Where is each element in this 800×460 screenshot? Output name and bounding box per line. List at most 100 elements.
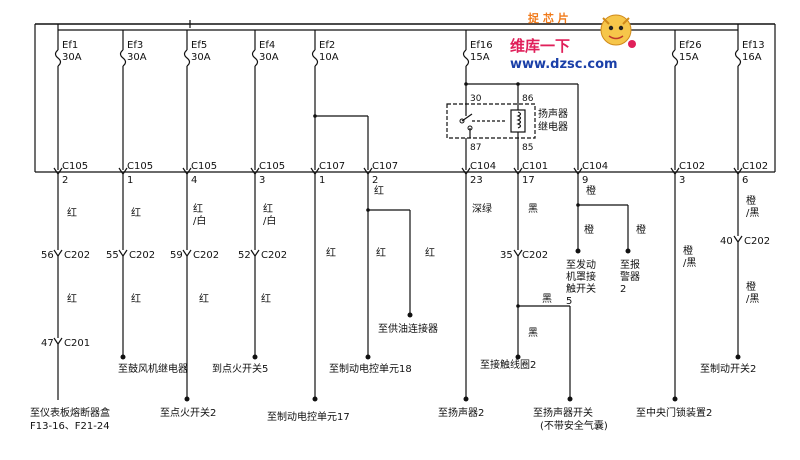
fuse-ef1: Ef1 30A	[54, 30, 82, 170]
fuse-name: Ef26	[679, 40, 702, 51]
connector-c104-23: C104 23	[461, 161, 496, 186]
c202-name: C202	[261, 250, 287, 261]
fuse-rating: 16A	[742, 52, 762, 63]
connector-row: C105 2 C105 1 C105 4 C105 3 C107 1 C107 …	[53, 161, 768, 186]
fuse-name: Ef1	[62, 40, 78, 51]
speaker-relay: 30 86 87 85 扬声器 继电器	[446, 94, 568, 170]
relay-title: 扬声器	[538, 107, 568, 120]
connector-name: C104	[470, 161, 496, 172]
wire-color: 橙	[746, 194, 756, 207]
c202-num: 35	[500, 250, 513, 261]
connector-c104-9: C104 9	[573, 161, 608, 186]
connector-name: C101	[522, 161, 548, 172]
fuse-ef5: Ef5 30A	[183, 30, 211, 170]
fuse-ef26: Ef26 15A	[671, 30, 702, 170]
c202-num: 52	[238, 250, 251, 261]
wire-color: 黑	[528, 327, 538, 339]
fuse-ef16: Ef16 15A	[462, 30, 579, 170]
c202-name: C202	[129, 250, 155, 261]
fuse-name: Ef13	[742, 40, 765, 51]
circuit-c102-6-brake-switch: 橙 /黑 40 C202 橙 /黑 至制动开关2	[700, 174, 770, 375]
destination-brake-switch-2: 至制动开关2	[700, 362, 756, 375]
c202-num: 55	[106, 250, 119, 261]
destination-hood-switch-3: 触开关	[566, 282, 596, 295]
destination-ignition-switch-5: 到点火开关5	[212, 362, 268, 375]
connector-name: C104	[582, 161, 608, 172]
connector-c105-1: C105 1	[118, 161, 153, 186]
power-bus	[34, 20, 776, 173]
wire-color: 红	[67, 206, 77, 219]
wire-color: 红	[199, 292, 209, 305]
fuse-rating: 15A	[679, 52, 699, 63]
circuit-ef5-ignition2: 红 /白 59 C202 红 至点火开关2	[160, 174, 219, 419]
wire-color: 橙	[586, 184, 596, 197]
wire-color: 红	[376, 246, 386, 259]
fuse-ef3: Ef3 30A	[119, 30, 147, 170]
wire-color-stripe: /黑	[746, 207, 759, 219]
fuse-rating: 30A	[127, 52, 147, 63]
connector-c107-1: C107 1	[310, 161, 345, 186]
watermark-url: www.dzsc.com	[510, 57, 618, 72]
fuse-rating: 30A	[62, 52, 82, 63]
c202-name: C202	[64, 250, 90, 261]
wire-color: 红	[131, 206, 141, 219]
connector-c105-2: C105 2	[53, 161, 88, 186]
c202-num: 56	[41, 250, 54, 261]
connector-pin: 2	[62, 175, 68, 186]
connector-name: C102	[679, 161, 705, 172]
c201-name: C201	[64, 338, 90, 349]
wire-color-stripe: /白	[193, 214, 206, 227]
connector-pin: 4	[191, 175, 197, 186]
circuit-ef2-brake17: 红 至制动电控单元17	[267, 174, 350, 423]
wire-color: 红	[261, 292, 271, 305]
destination-fuel-connector: 至供油连接器	[378, 322, 438, 335]
circuit-ef4-ignition5: 红 /白 52 C202 红 到点火开关5	[212, 174, 287, 375]
connector-c105-4: C105 4	[182, 161, 217, 186]
circuit-c104-9: 橙 橙 橙 至发动 机罩接 触开关 5 至报 警器 2	[566, 174, 646, 307]
fuse-rating: 30A	[259, 52, 279, 63]
wire-color-stripe: /白	[263, 214, 276, 227]
relay-pin-85: 85	[522, 143, 533, 153]
circuit-c101-17: 黑 35 C202 黑 黑 至接触线圈2 至扬声器开关 (不带安全气囊)	[480, 174, 608, 432]
relay-pin-87: 87	[470, 143, 481, 153]
c202-name: C202	[522, 250, 548, 261]
circuit-c107-2: 红 红 红 至制动电控单元18 至供油连接器	[329, 174, 438, 375]
connector-pin: 2	[372, 175, 378, 186]
wire-color: 红	[326, 246, 336, 259]
wire-color: 黑	[528, 203, 538, 215]
destination-brake-unit-17: 至制动电控单元17	[267, 410, 350, 423]
destination-brake-unit-18: 至制动电控单元18	[329, 362, 412, 375]
connector-c102-3: C102 3	[670, 161, 705, 186]
wire-color-stripe: /黑	[746, 293, 759, 305]
connector-name: C105	[259, 161, 285, 172]
destination-alarm-1: 至报	[620, 258, 640, 271]
destination-hood-switch-4: 5	[566, 296, 572, 307]
connector-name: C105	[191, 161, 217, 172]
connector-name: C107	[319, 161, 345, 172]
destination-alarm-3: 2	[620, 284, 626, 295]
watermark-brand: 维库一下	[510, 37, 570, 55]
connector-pin: 6	[742, 175, 748, 186]
destination-ignition-switch-2: 至点火开关2	[160, 406, 216, 419]
watermark-logo: 捉 芯 片 维库一下 www.dzsc.com	[505, 11, 636, 72]
circuit-c102-3-central-lock: 橙 /黑 至中央门锁装置2	[636, 174, 712, 419]
connector-c105-3: C105 3	[250, 161, 285, 186]
connector-name: C105	[127, 161, 153, 172]
c202-num: 59	[170, 250, 183, 261]
wire-color: 红	[425, 246, 435, 259]
fuse-name: Ef16	[470, 40, 493, 51]
fuse-name: Ef3	[127, 40, 143, 51]
fuse-ef2: Ef2 10A	[311, 30, 369, 170]
connector-pin: 23	[470, 175, 483, 186]
connector-c107-2: C107 2	[363, 161, 398, 186]
wire-color: 橙	[636, 223, 646, 236]
wire-color-stripe: /黑	[683, 257, 696, 269]
c202-name: C202	[744, 236, 770, 247]
connector-pin: 3	[679, 175, 685, 186]
watermark-top: 捉 芯 片	[528, 11, 569, 25]
destination-central-lock-2: 至中央门锁装置2	[636, 406, 712, 419]
wire-color: 红	[263, 202, 273, 215]
fuse-rating: 30A	[191, 52, 211, 63]
c201-num: 47	[41, 338, 54, 349]
